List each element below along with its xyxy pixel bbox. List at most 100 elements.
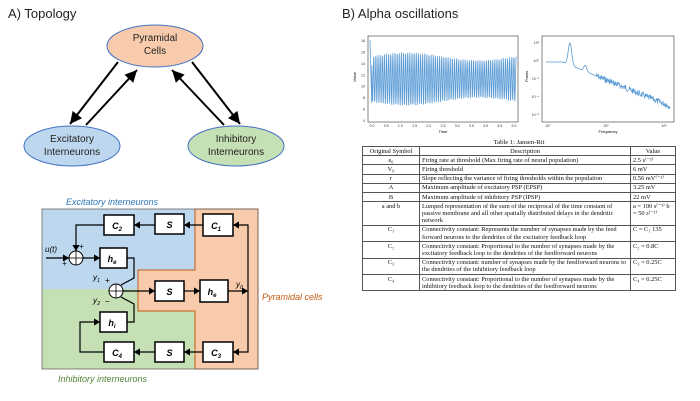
time-xtick-label: 1.5 [412, 124, 417, 128]
time-series-line [369, 39, 517, 106]
time-ytick-label: 6 [363, 108, 365, 112]
symbol-cell: B [362, 192, 420, 203]
time-ytick-label: 4 [363, 119, 365, 123]
time-ytick-label: 12 [361, 73, 365, 77]
inhibitory-label-1: Inhibitory [216, 134, 257, 145]
plus-upper-2: + [79, 242, 84, 251]
symbol-cell: a and b [362, 201, 420, 226]
y1-label: y1 [92, 273, 100, 284]
spec-ytick-label: 10² [534, 41, 540, 45]
value-cell: C = C₁ 135 [630, 224, 676, 243]
description-cell: Firing rate at threshold (Max firing rat… [419, 155, 631, 166]
time-xtick-label: 4.5 [497, 124, 502, 128]
c1-label: C1 [211, 221, 222, 233]
symbol-cell: C₂ [362, 241, 420, 259]
value-cell: 0.56 mV⁽⁻¹⁾ [630, 173, 676, 184]
description-cell: Maximum amplitude of inhibitory PSP (IPS… [419, 192, 631, 203]
topology-diagram: Pyramidal Cells Excitatory Interneurons … [23, 24, 323, 384]
s-top-label: S [166, 220, 172, 230]
symbol-cell: r [362, 173, 420, 184]
excitatory-node [23, 125, 121, 167]
pyramidal-label-1: Pyramidal [133, 33, 177, 44]
time-ytick-label: 10 [361, 85, 365, 89]
hi-label: hi [108, 318, 116, 330]
time-ytick-label: 16 [361, 50, 365, 54]
c3-label: C3 [211, 348, 222, 360]
panel-b-title: B) Alpha oscillations [342, 6, 459, 21]
time-xtick-label: 5.0 [512, 124, 517, 128]
spec-ytick-label: 10⁻⁶ [532, 113, 540, 117]
c4-label: C4 [112, 348, 123, 360]
arrow-exc-to-pyr [85, 69, 138, 126]
symbol-cell: C₄ [362, 274, 420, 292]
time-xtick-label: 3.5 [469, 124, 474, 128]
he-mid-label: he [208, 287, 218, 299]
y2-label: y2 [92, 296, 100, 307]
spec-ylabel: Power [524, 70, 529, 82]
header-symbol: Original Symbol [362, 145, 420, 157]
description-cell: Maximum amplitude of excitatory PSP (EPS… [419, 182, 631, 194]
pyramidal-label-2: Cells [144, 46, 166, 57]
time-xlabel: Time [439, 129, 449, 134]
excitatory-label-1: Excitatory [50, 134, 94, 145]
value-cell: C₄ = 0.25C [630, 274, 676, 292]
description-cell: Connectivity constant: Proportional to t… [419, 274, 631, 292]
value-cell: 3.25 mV [630, 182, 676, 194]
plus-upper-1: + [62, 259, 67, 268]
c2-label: C2 [112, 221, 123, 233]
s-bottom-label: S [166, 348, 172, 358]
spec-xtick-label: 10⁰ [545, 124, 551, 128]
pyramidal-region-caption: Pyramidal cells [262, 292, 323, 302]
time-xtick-label: 2.5 [441, 124, 446, 128]
inhibitory-region-caption: Inhibitory interneurons [58, 374, 148, 384]
arrow-inh-to-pyr [171, 69, 225, 126]
inhibitory-node [187, 125, 285, 167]
time-ytick-label: 18 [361, 39, 365, 43]
y0-label: y0 [235, 280, 244, 291]
symbol-cell: V₀ [362, 164, 420, 175]
spec-ytick-label: 10⁻² [532, 77, 540, 81]
block-diagram-frame [41, 208, 259, 370]
power-spectrum-line [546, 42, 671, 110]
value-cell: 6 mV [630, 164, 676, 175]
spec-xlabel: Frequency [599, 129, 618, 134]
spec-xtick-label: 10² [661, 124, 667, 128]
pyramidal-node [106, 24, 204, 68]
description-cell: Lumped representation of the sum of the … [419, 201, 631, 226]
time-xtick-label: 4.0 [483, 124, 488, 128]
header-description: Description [419, 145, 631, 157]
time-ytick-label: 8 [363, 96, 365, 100]
minus-lower: − [105, 297, 110, 306]
table-caption: Table 1: Jansen-Rit [493, 139, 545, 146]
symbol-cell: e₀ [362, 155, 420, 166]
excitatory-region-caption: Excitatory interneurons [66, 197, 159, 207]
panel-a-title: A) Topology [8, 6, 77, 21]
description-cell: Connectivity constant: number of synapse… [419, 257, 631, 276]
s-mid-label: S [166, 287, 172, 297]
header-value: Value [630, 145, 676, 157]
time-xtick-label: 0.5 [384, 124, 389, 128]
spec-ytick-label: 10⁰ [534, 59, 540, 63]
time-xtick-label: 3.0 [455, 124, 460, 128]
description-cell: Connectivity constant: Represents the nu… [419, 224, 631, 243]
value-cell: 2.5 s⁽⁻¹⁾ [630, 155, 676, 166]
value-cell: a = 100 s⁽⁻¹⁾ b = 50 s⁽⁻¹⁾ [630, 201, 676, 226]
time-ytick-label: 14 [361, 62, 365, 66]
symbol-cell: C₁ [362, 224, 420, 243]
excitatory-label-2: Interneurons [44, 147, 100, 158]
inhibitory-label-2: Interneurons [208, 147, 264, 158]
value-cell: C₃ = 0.25C [630, 257, 676, 276]
plus-lower: + [105, 276, 110, 285]
